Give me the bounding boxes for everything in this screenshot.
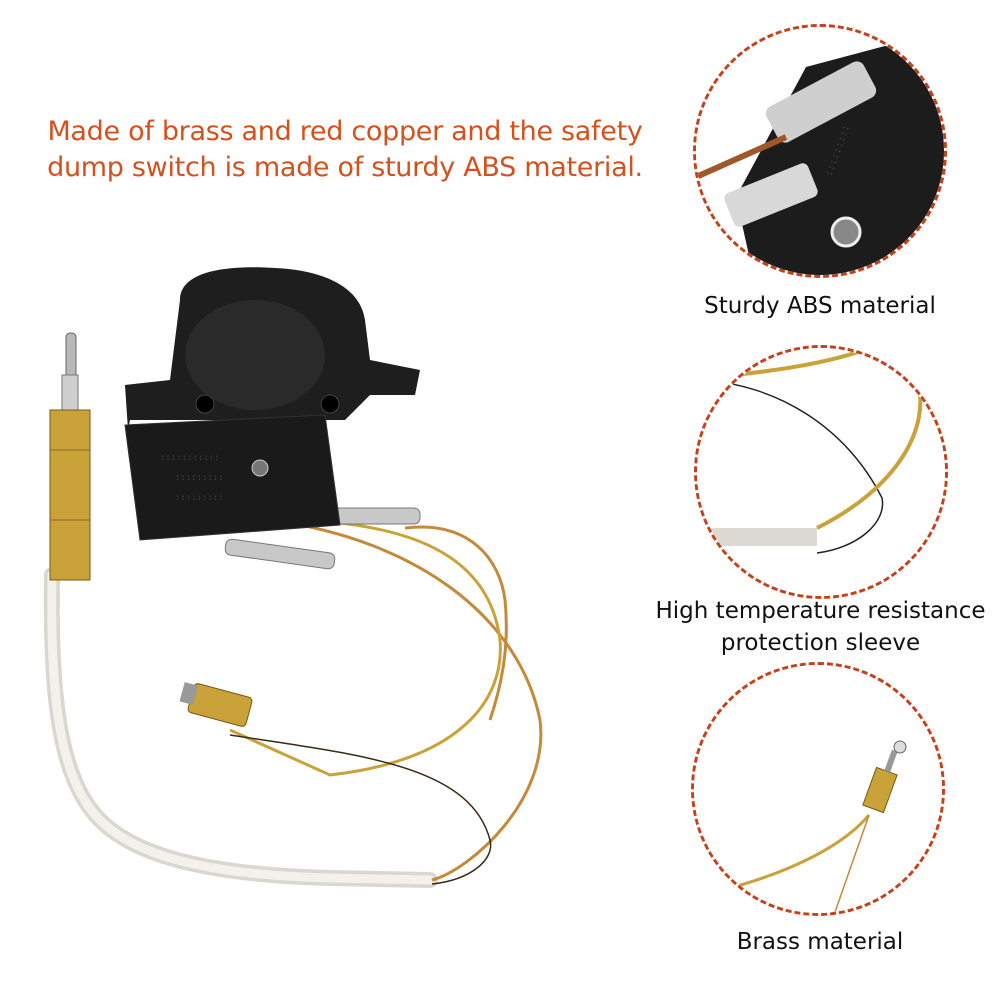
headline: Made of brass and red copper and the saf… bbox=[20, 114, 670, 186]
product-photo: ::::::::::: ::::::::: ::::::::: bbox=[0, 240, 660, 980]
brass-fitting-closeup-image bbox=[694, 665, 942, 913]
braided-sleeve bbox=[43, 567, 438, 888]
abs-switch-closeup-image: ::::::::: bbox=[696, 27, 944, 275]
svg-text::::::::::: ::::::::: bbox=[175, 493, 224, 503]
svg-text::::::::::::: ::::::::::: bbox=[160, 453, 220, 463]
headline-line-2: dump switch is made of sturdy ABS materi… bbox=[47, 152, 643, 183]
caption-brass-material: Brass material bbox=[736, 929, 904, 955]
product-illustration: ::::::::::: ::::::::: ::::::::: bbox=[43, 267, 543, 888]
sleeve-closeup-image bbox=[697, 348, 945, 596]
callout-abs-closeup: ::::::::: bbox=[693, 24, 947, 278]
headline-line-1: Made of brass and red copper and the saf… bbox=[47, 116, 643, 147]
svg-text::::::::::: ::::::::: bbox=[175, 473, 224, 483]
caption-sturdy-abs: Sturdy ABS material bbox=[704, 293, 936, 319]
caption-line-2: protection sleeve bbox=[720, 630, 921, 656]
brass-probe bbox=[49, 409, 91, 581]
caption-protection-sleeve: High temperature resistance protection s… bbox=[640, 595, 1001, 659]
spade-connector-2 bbox=[224, 538, 336, 570]
caption-line-1: High temperature resistance bbox=[655, 598, 986, 624]
switch-body: ::::::::::: ::::::::: ::::::::: bbox=[124, 267, 420, 541]
probe-tip bbox=[65, 332, 77, 379]
callout-sleeve-closeup bbox=[694, 345, 948, 599]
brass-fitting-nut bbox=[179, 682, 253, 727]
callout-brass-closeup bbox=[691, 662, 945, 916]
